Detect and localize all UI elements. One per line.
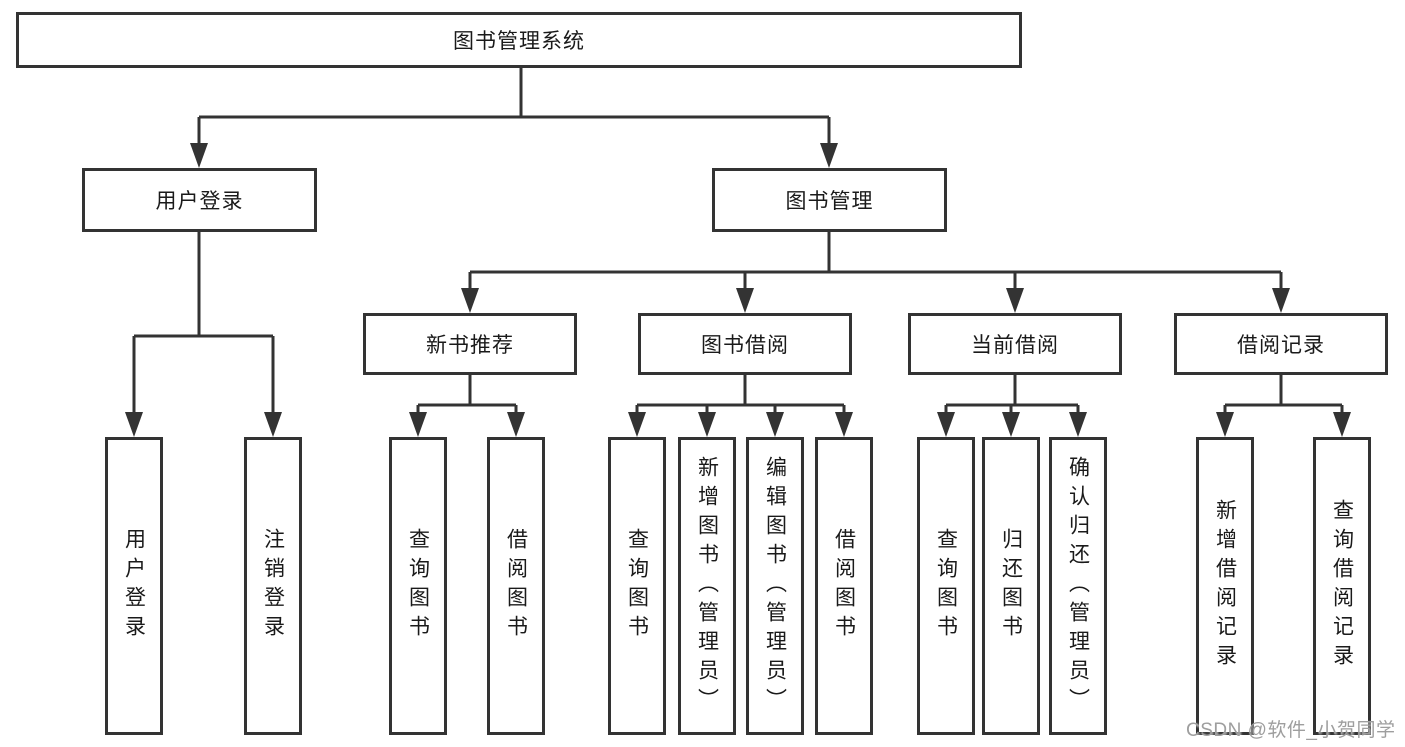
- node-nb-query-books: 查询图书: [389, 437, 447, 735]
- arrow-head: [628, 412, 646, 437]
- arrow-head: [1069, 412, 1087, 437]
- arrow-head: [736, 288, 754, 313]
- node-nb-query-books-label: 查询图书: [406, 528, 430, 644]
- node-cb-return-books: 归还图书: [982, 437, 1040, 735]
- arrow-head: [1002, 412, 1020, 437]
- arrow-head: [937, 412, 955, 437]
- watermark: CSDN @软件_小贺同学: [1186, 720, 1396, 741]
- node-new-book-recommend-label: 新书推荐: [426, 334, 514, 357]
- node-book-borrow-label: 图书借阅: [701, 334, 789, 357]
- node-br-add-record-label: 新增借阅记录: [1213, 499, 1237, 673]
- node-book-borrow: 图书借阅: [638, 313, 852, 375]
- arrow-head: [1272, 288, 1290, 313]
- node-current-borrow-label: 当前借阅: [971, 334, 1059, 357]
- node-login: 用户登录: [105, 437, 163, 735]
- arrow-head: [1006, 288, 1024, 313]
- arrow-head: [766, 412, 784, 437]
- arrow-head: [835, 412, 853, 437]
- node-cb-confirm-return-label: 确认归还（管理员）: [1066, 455, 1090, 717]
- node-current-borrow: 当前借阅: [908, 313, 1122, 375]
- node-logout-label: 注销登录: [261, 528, 285, 644]
- arrow-head: [125, 412, 143, 437]
- node-bb-add-books-label: 新增图书（管理员）: [695, 455, 719, 717]
- arrow-head: [698, 412, 716, 437]
- node-br-query-record: 查询借阅记录: [1313, 437, 1371, 735]
- node-cb-query-books: 查询图书: [917, 437, 975, 735]
- node-nb-borrow-books-label: 借阅图书: [504, 528, 528, 644]
- node-cb-confirm-return: 确认归还（管理员）: [1049, 437, 1107, 735]
- node-bb-edit-books-label: 编辑图书（管理员）: [763, 455, 787, 717]
- node-user-login: 用户登录: [82, 168, 317, 232]
- arrow-head: [1216, 412, 1234, 437]
- node-book-management: 图书管理: [712, 168, 947, 232]
- node-bb-borrow-books-label: 借阅图书: [832, 528, 856, 644]
- arrow-head: [264, 412, 282, 437]
- node-user-login-label: 用户登录: [155, 190, 244, 213]
- node-borrow-records: 借阅记录: [1174, 313, 1388, 375]
- node-bb-edit-books: 编辑图书（管理员）: [746, 437, 804, 735]
- node-bb-query-books-label: 查询图书: [625, 528, 649, 644]
- node-root: 图书管理系统: [16, 12, 1022, 68]
- connector-lines: [132, 68, 1344, 414]
- node-bb-borrow-books: 借阅图书: [815, 437, 873, 735]
- node-br-add-record: 新增借阅记录: [1196, 437, 1254, 735]
- arrow-head: [409, 412, 427, 437]
- arrow-head: [461, 288, 479, 313]
- node-login-label: 用户登录: [122, 528, 146, 644]
- node-logout: 注销登录: [244, 437, 302, 735]
- arrow-head: [190, 143, 208, 168]
- node-bb-query-books: 查询图书: [608, 437, 666, 735]
- node-new-book-recommend: 新书推荐: [363, 313, 577, 375]
- node-book-management-label: 图书管理: [785, 190, 874, 213]
- node-br-query-record-label: 查询借阅记录: [1330, 499, 1354, 673]
- node-bb-add-books: 新增图书（管理员）: [678, 437, 736, 735]
- arrow-head: [1333, 412, 1351, 437]
- arrow-head: [820, 143, 838, 168]
- arrow-head: [507, 412, 525, 437]
- node-cb-query-books-label: 查询图书: [934, 528, 958, 644]
- node-nb-borrow-books: 借阅图书: [487, 437, 545, 735]
- node-root-label: 图书管理系统: [453, 30, 585, 53]
- node-cb-return-books-label: 归还图书: [999, 528, 1023, 644]
- node-borrow-records-label: 借阅记录: [1237, 334, 1325, 357]
